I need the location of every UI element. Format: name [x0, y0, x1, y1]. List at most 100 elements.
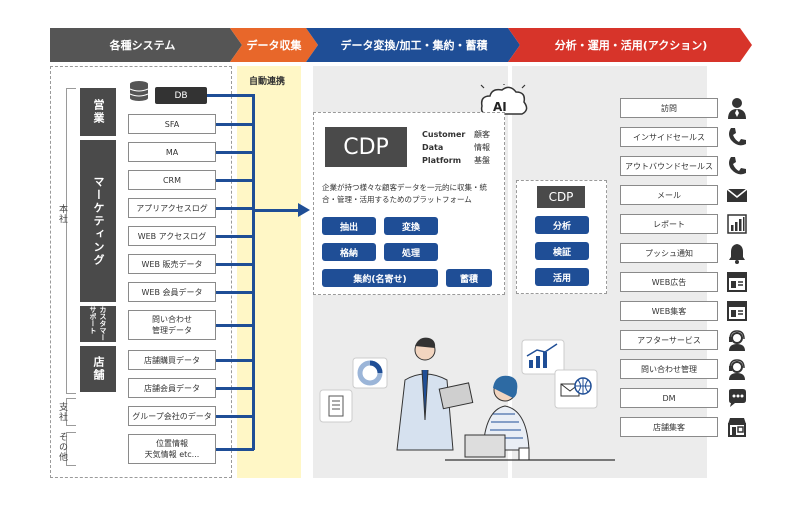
source-web-sales: WEB 販売データ [128, 254, 216, 274]
sonota-bracket [66, 432, 76, 466]
header-chevrons [50, 28, 752, 62]
chat-bubble-icon [729, 389, 746, 407]
header-collect: データ収集 [246, 39, 302, 52]
woman-figure [464, 375, 530, 461]
source-group-company: グループ会社のデータ [128, 406, 216, 426]
func-verify: 検証 [535, 242, 589, 260]
store-icon [728, 418, 746, 437]
cdp-expand-ja: 顧客 情報 基盤 [474, 128, 490, 167]
action-1: 訪問 [620, 98, 718, 118]
header-systems: 各種システム [109, 39, 176, 52]
func-process: 処理 [384, 243, 438, 261]
source-store-member: 店舗会員データ [128, 378, 216, 398]
collect-column [237, 66, 301, 478]
cdp-expand-kiban: 基盤 [474, 156, 490, 165]
line-chart-card-icon [521, 339, 565, 375]
source-db: DB [155, 87, 207, 104]
connector-group-company [216, 415, 254, 418]
source-web-member: WEB 会員データ [128, 282, 216, 302]
action-4: メール [620, 185, 718, 205]
header-transform-shape [306, 28, 520, 62]
func-accumulate: 蓄積 [446, 269, 492, 287]
bar-chart-icon [727, 214, 747, 234]
action-6: プッシュ通知 [620, 243, 718, 263]
action-12: 店舗集客 [620, 417, 718, 437]
func-store: 格納 [322, 243, 376, 261]
action-5: レポート [620, 214, 718, 234]
envelope-icon [726, 188, 748, 202]
cdp-logo: CDP [325, 127, 407, 167]
connector-inquiry [216, 324, 254, 327]
cdp-expand-joho: 情報 [474, 143, 490, 152]
webpage-icon [727, 301, 747, 321]
func-analyze: 分析 [535, 216, 589, 234]
func-aggregate: 集約(名寄せ) [322, 269, 438, 287]
connector-web-member [216, 291, 254, 294]
source-sfa: SFA [128, 114, 216, 134]
honsha-label: 本社 [57, 204, 67, 224]
func-extract: 抽出 [322, 217, 376, 235]
collect-to-cdp-line [252, 209, 302, 212]
arrow-right-icon [298, 203, 310, 217]
connector-store-purchase [216, 359, 254, 362]
source-web-log: WEB アクセスログ [128, 226, 216, 246]
dept-cs-support: カスタマーサポート [80, 306, 116, 342]
func-convert: 変換 [384, 217, 438, 235]
connector-location [216, 448, 254, 451]
connector-sfa [216, 123, 254, 126]
sonota-label: その他 [57, 432, 67, 462]
source-ma: MA [128, 142, 216, 162]
source-app-log: アプリアクセスログ [128, 198, 216, 218]
cdp-expand-en: Customer Data Platform [422, 128, 465, 167]
sources-frame [50, 66, 232, 478]
cdp-expand-customer: Customer [422, 130, 466, 139]
people-illustration [319, 337, 615, 461]
action-3: アウトバウンドセールス [620, 156, 718, 176]
ai-cloud-icon [480, 84, 528, 115]
action-9: アフターサービス [620, 330, 718, 350]
connector-db [207, 94, 255, 97]
connector-store-member [216, 387, 254, 390]
ai-label: AI [493, 100, 507, 114]
dept-eigyo: 営業 [80, 88, 116, 136]
source-inquiry: 問い合わせ 管理データ [128, 310, 216, 340]
dept-marketing: マーケティング [80, 140, 116, 302]
collect-trunk-line [252, 94, 255, 450]
phone-icon [729, 128, 746, 146]
connector-crm [216, 179, 254, 182]
database-icon [129, 81, 149, 101]
action-8: WEB集客 [620, 301, 718, 321]
phone-icon [729, 157, 746, 175]
cdp2-logo: CDP [537, 186, 585, 208]
header-analyze: 分析・運用・活用(アクション) [554, 39, 708, 52]
header-analyze-shape [508, 28, 752, 62]
action-10: 問い合わせ管理 [620, 359, 718, 379]
source-crm: CRM [128, 170, 216, 190]
document-card-icon [319, 389, 353, 423]
honsha-bracket [66, 88, 76, 394]
auto-link-label: 自動連携 [249, 77, 286, 87]
connector-web-log [216, 235, 254, 238]
connector-web-sales [216, 263, 254, 266]
header-transform: データ変換/加工・集約・蓄積 [340, 39, 488, 52]
donut-chart-card-icon [352, 357, 388, 389]
cdp-description: 企業が持つ様々な顧客データを一元的に収集・統合・管理・活用するためのプラットフォ… [322, 183, 487, 204]
source-location-weather: 位置情報 天気情報 etc... [128, 434, 216, 464]
source-store-purchase: 店舗購買データ [128, 350, 216, 370]
webpage-icon [727, 272, 747, 292]
connector-app-log [216, 207, 254, 210]
header-systems-shape [50, 28, 242, 62]
cdp-expand-data: Data [422, 143, 444, 152]
cdp-expand-kokyaku: 顧客 [474, 130, 490, 139]
header-collect-shape [230, 28, 318, 62]
connector-ma [216, 151, 254, 154]
globe-mail-card-icon [554, 369, 598, 409]
action-7: WEB広告 [620, 272, 718, 292]
cdp-expand-platform: Platform [422, 156, 462, 165]
dept-tenpo: 店舗 [80, 346, 116, 392]
person-icon [728, 98, 746, 119]
shisha-bracket [66, 398, 76, 426]
support-agent-icon [729, 359, 745, 380]
shisha-label: 支社 [57, 402, 67, 422]
man-figure [396, 337, 474, 451]
